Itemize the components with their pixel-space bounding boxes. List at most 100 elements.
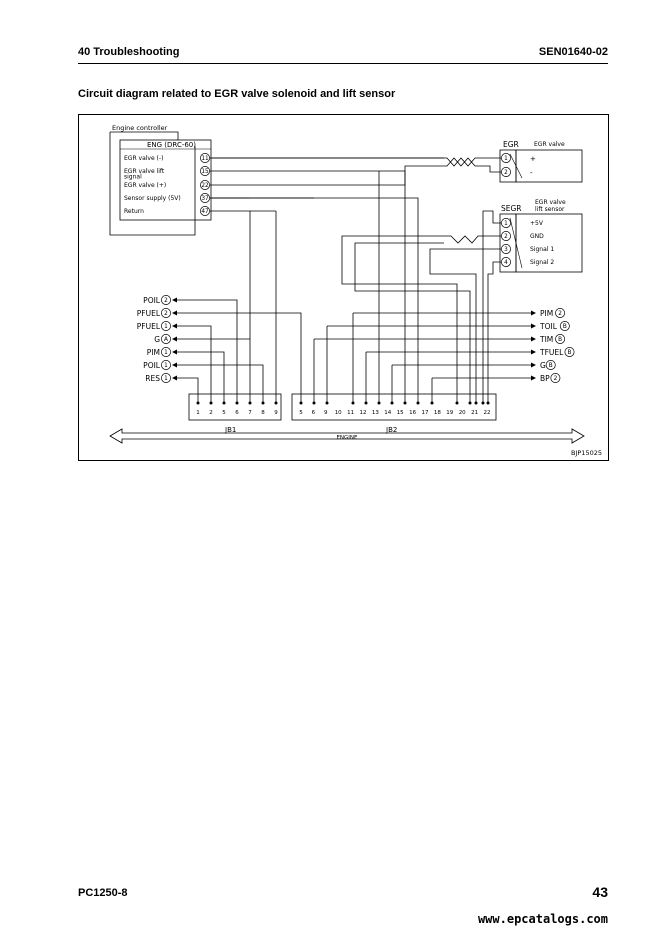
watermark-url[interactable]: www.epcatalogs.com <box>477 912 608 926</box>
diagram-title: Circuit diagram related to EGR valve sol… <box>78 88 396 100</box>
section-header: 40 Troubleshooting <box>78 46 180 58</box>
left-arrow-6 <box>172 375 177 381</box>
right-arrow-0 <box>531 310 536 316</box>
eng-pin-label-15: EGR valve lift <box>124 168 165 175</box>
right-label-num-2: B <box>555 334 566 344</box>
right-label-4: G <box>540 361 546 370</box>
circuit-diagram: Engine controller ENG (DRC-60) EGR valve… <box>78 114 609 461</box>
egr-pin-1-ring <box>501 153 511 163</box>
wire-33 <box>482 210 501 403</box>
right-label-num-4-ring <box>545 360 556 370</box>
right-arrow-5 <box>531 375 536 381</box>
jb2-pin-12: 12 <box>360 410 367 416</box>
right-label-num-1-num: B <box>563 324 567 330</box>
wire-24 <box>210 157 501 186</box>
junction-dot-120-289 <box>196 401 200 405</box>
segr-pin-3-ring <box>501 244 511 254</box>
segr-pin-1: 1 <box>501 218 511 228</box>
wire-38 <box>341 235 458 403</box>
jb2-label: JB2 <box>385 426 397 434</box>
left-arrow-3 <box>172 336 177 342</box>
segr-connector-name: SEGR <box>501 204 522 213</box>
jb2-pin-11: 11 <box>347 410 354 416</box>
engine-label: ENGINE <box>336 435 358 441</box>
jb2-pin-15: 15 <box>397 410 404 416</box>
left-label-num-6: 1 <box>161 373 171 383</box>
page-number: 43 <box>592 884 608 900</box>
footer-model: PC1250-8 <box>78 887 128 899</box>
junction-dot-249-289 <box>325 401 329 405</box>
left-arrow-0 <box>172 297 177 303</box>
eng-pin-37-num: 37 <box>201 196 209 202</box>
jb1-pin-6: 6 <box>235 410 239 416</box>
junction-dot-405-289 <box>481 401 485 405</box>
junction-dot-288-289 <box>364 401 368 405</box>
left-label-num-0-ring <box>161 295 171 305</box>
right-label-num-4: B <box>545 360 556 370</box>
junction-dot-327-289 <box>403 401 407 405</box>
egr-valve-caption: EGR valve <box>534 141 565 148</box>
jb2-pin-20: 20 <box>459 410 466 416</box>
jb2-box <box>291 393 497 421</box>
left-label-1: PFUEL <box>137 309 161 318</box>
junction-dot-159-289 <box>235 401 239 405</box>
right-label-num-0-ring <box>555 308 566 318</box>
junction-dot-236-289 <box>312 401 316 405</box>
right-label-5: BP <box>540 374 550 383</box>
right-label-num-3-num: B <box>568 350 572 356</box>
right-label-num-2-ring <box>555 334 566 344</box>
wire-23 <box>210 157 501 167</box>
eng-pin-label-47: Return <box>124 208 144 215</box>
junction-dot-223-289 <box>299 401 303 405</box>
right-label-num-5: 2 <box>550 373 561 383</box>
left-label-5: POIL <box>143 361 161 370</box>
jb1-box <box>188 393 282 421</box>
right-label-0: PIM <box>540 309 553 318</box>
document-id: SEN01640-02 <box>538 46 608 58</box>
right-label-num-5-num: 2 <box>554 376 558 382</box>
left-label-num-1: 2 <box>161 308 171 318</box>
egr-pin-label-0: + <box>530 155 536 163</box>
eng-pin-11-ring <box>200 153 210 163</box>
junction-dot-340-289 <box>416 401 420 405</box>
right-arrow-1 <box>531 323 536 329</box>
left-label-num-0-num: 2 <box>164 298 168 304</box>
jb2-pin-14: 14 <box>384 410 391 416</box>
junction-dot-185-289 <box>261 401 265 405</box>
left-label-num-5-ring <box>161 360 171 370</box>
controller-caption: Engine controller <box>112 124 168 132</box>
jb2-pin-17: 17 <box>422 410 429 416</box>
eng-pin-22-ring <box>200 180 210 190</box>
header-rule <box>78 63 608 64</box>
left-arrow-5 <box>172 362 177 368</box>
segr-pin-3: 3 <box>501 244 511 254</box>
junction-dot-172-289 <box>248 401 252 405</box>
junction-dot-398-289 <box>474 401 478 405</box>
wire-39 <box>354 242 471 403</box>
jb2-pin-22: 22 <box>484 410 491 416</box>
junction-dot-410-289 <box>486 401 490 405</box>
wire-1 <box>177 312 302 403</box>
wire-28 <box>210 197 419 403</box>
right-arrow-2 <box>531 336 536 342</box>
segr-pin-4-num: 4 <box>504 260 508 266</box>
egr-valve-box <box>515 149 583 183</box>
segr-pin-3-num: 3 <box>504 247 508 253</box>
segr-pin-2-num: 2 <box>504 234 508 240</box>
left-label-num-5-num: 1 <box>164 363 168 369</box>
controller-outline <box>109 132 196 236</box>
jb2-pin-16: 16 <box>409 410 416 416</box>
junction-dot-379-289 <box>455 401 459 405</box>
wire-6 <box>177 377 199 403</box>
egr-pin-2-num: 2 <box>504 170 508 176</box>
eng-pin-15: 15 <box>200 166 210 176</box>
egr-connector-name: EGR <box>503 140 519 149</box>
left-label-num-3: A <box>161 334 171 344</box>
segr-pin-label-2: Signal 1 <box>530 246 554 253</box>
eng-pin-11: 11 <box>200 153 210 163</box>
figure-id: BJP15025 <box>571 449 602 457</box>
jb2-pin-21: 21 <box>471 410 478 416</box>
segr-pin-1-num: 1 <box>504 221 508 227</box>
right-arrow-4 <box>531 362 536 368</box>
left-label-num-5: 1 <box>161 360 171 370</box>
